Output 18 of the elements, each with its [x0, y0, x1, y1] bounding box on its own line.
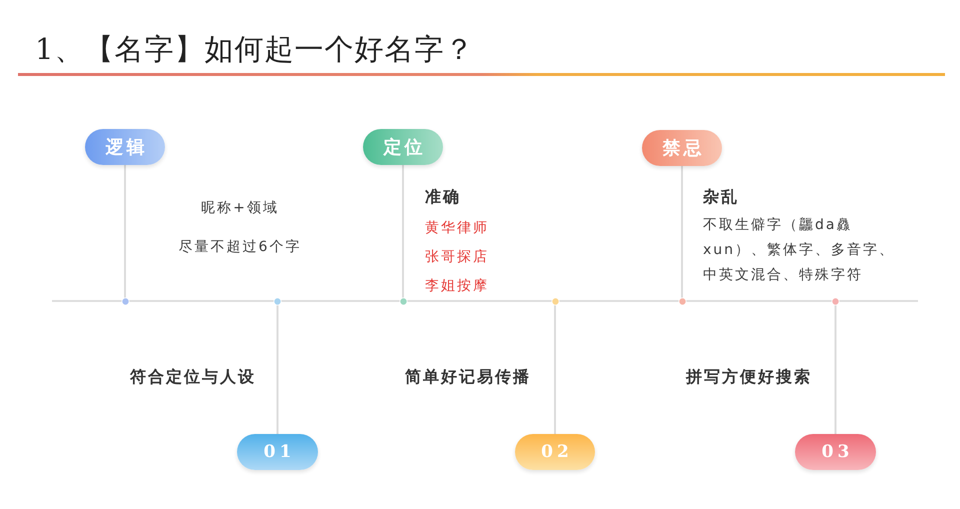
category-pill: 禁忌 — [642, 130, 722, 166]
subheading: 简单好记易传播 — [404, 367, 532, 387]
category-pill: 逻辑 — [85, 129, 165, 165]
body-text: 昵称+领域 — [200, 199, 280, 218]
step-number-pill: 02 — [515, 434, 595, 470]
body-text: 尽量不超过6个字 — [178, 238, 302, 257]
page-title: 1、【名字】如何起一个好名字？ — [35, 31, 474, 68]
example-text: 黄华律师 — [425, 219, 490, 238]
example-text: 张哥探店 — [425, 248, 490, 267]
subheading: 符合定位与人设 — [129, 367, 257, 387]
category-pill: 定位 — [363, 129, 443, 165]
example-text: 李姐按摩 — [425, 277, 490, 296]
subheading: 准确 — [425, 187, 462, 207]
step-number-pill: 03 — [795, 434, 876, 470]
body-text: 不取生僻字（龘da灥xun）、繁体字、多音字、中英文混合、特殊字符 — [703, 216, 896, 285]
step-number-pill: 01 — [237, 434, 318, 470]
subheading: 杂乱 — [703, 187, 740, 207]
subheading: 拼写方便好搜索 — [684, 367, 813, 387]
